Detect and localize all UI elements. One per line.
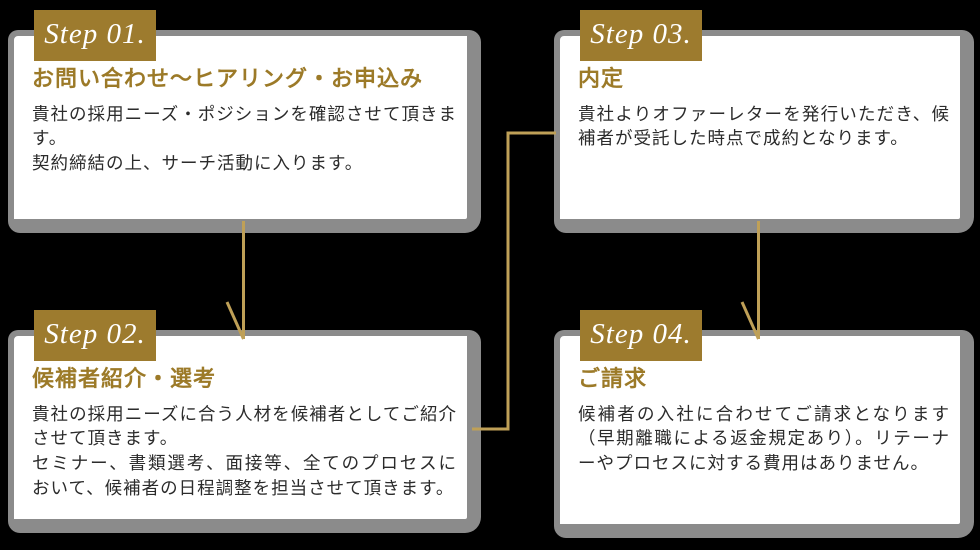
step-03-tab-label: Step 03. [590,17,692,50]
flow-arrow-step1-to-step2-icon [225,221,245,340]
step-04-card-body: ご請求 候補者の入社に合わせてご請求となります（早期離職による返金規定あり）。リ… [554,330,974,538]
step-01-title: お問い合わせ～ヒアリング・お申込み [32,66,424,91]
connector-step2-step3-elbow [472,131,556,431]
step-04-title: ご請求 [578,366,648,391]
step-03-description: 貴社よりオファーレターを発行いただき、候補者が受託した時点で成約となります。 [578,103,950,149]
step-01-card: お問い合わせ～ヒアリング・お申込み 貴社の採用ニーズ・ポジションを確認させて頂き… [8,10,481,233]
step-02-description: 貴社の採用ニーズに合う人材を候補者としてご紹介させて頂きます。 セミナー、書類選… [32,403,457,499]
step-03-card: 内定 貴社よりオファーレターを発行いただき、候補者が受託した時点で成約となります… [554,10,974,233]
step-02-tab-label: Step 02. [44,317,146,350]
step-04-card: ご請求 候補者の入社に合わせてご請求となります（早期離職による返金規定あり）。リ… [554,310,974,538]
step-03-tab: Step 03. [580,10,702,61]
step-01-tab-label: Step 01. [44,17,146,50]
step-04-tab-label: Step 04. [590,317,692,350]
step-01-description: 貴社の採用ニーズ・ポジションを確認させて頂きます。 契約締結の上、サーチ活動に入… [32,103,457,174]
step-02-tab: Step 02. [34,310,156,361]
step-02-title: 候補者紹介・選考 [32,366,217,391]
step-04-tab: Step 04. [580,310,702,361]
step-04-description: 候補者の入社に合わせてご請求となります（早期離職による返金規定あり）。リテーナー… [578,403,950,474]
flow-connector-step2-to-step3-icon [472,131,556,431]
step-02-card: 候補者紹介・選考 貴社の採用ニーズに合う人材を候補者としてご紹介させて頂きます。… [8,310,481,533]
step-02-card-body: 候補者紹介・選考 貴社の採用ニーズに合う人材を候補者としてご紹介させて頂きます。… [8,330,481,533]
step-03-title: 内定 [578,66,625,91]
flow-arrow-step3-to-step4-icon [740,221,760,340]
step-01-tab: Step 01. [34,10,156,61]
step-03-card-body: 内定 貴社よりオファーレターを発行いただき、候補者が受託した時点で成約となります… [554,30,974,233]
